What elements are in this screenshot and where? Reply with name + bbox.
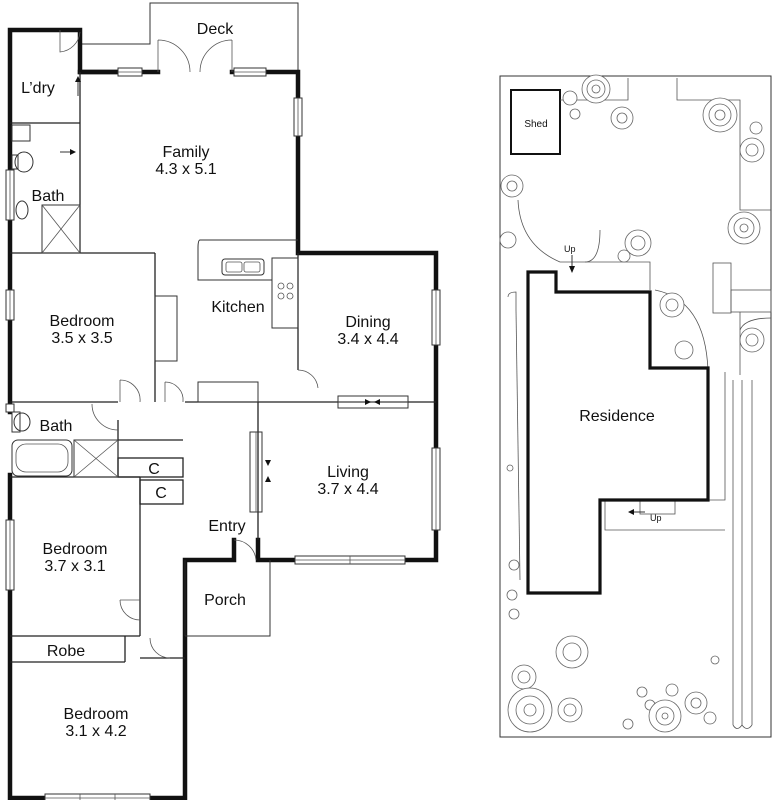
bedroom1-label: Bedroom [50,313,115,330]
living-label: Living [327,464,369,481]
robe-label: Robe [47,643,85,660]
living-size: 3.7 x 4.4 [317,481,378,498]
family-size: 4.3 x 5.1 [155,161,216,178]
dining-size: 3.4 x 4.4 [337,331,398,348]
dining-label: Dining [345,314,390,331]
bedroom3-label: Bedroom [64,706,129,723]
floor-plan: Deck L’dry Family 4.3 x 5.1 Bath Kitchen… [5,2,441,800]
shed-label: Shed [524,119,547,130]
bath-top-label: Bath [32,188,65,205]
bath-mid-label: Bath [40,418,73,435]
residence-label: Residence [579,408,655,425]
up-label-top: Up [564,244,576,254]
laundry-label: L’dry [21,80,55,97]
site-boundary [499,75,772,738]
deck-label: Deck [197,21,234,38]
residence-outline [526,270,710,595]
kitchen-benches [154,239,299,403]
bedroom2-size: 3.7 x 3.1 [44,558,105,575]
site-plan: Shed Residence U [499,74,772,738]
entry-label: Entry [208,518,245,535]
deck-outline [79,2,299,72]
shed [510,89,561,155]
bedroom3-size: 3.1 x 4.2 [65,723,126,740]
trees [499,74,765,733]
cupboard2-label: C [155,485,167,502]
garden-edges [507,78,772,729]
bedroom2-label: Bedroom [43,541,108,558]
bedroom1-size: 3.5 x 3.5 [51,330,112,347]
porch-label: Porch [204,592,246,609]
bath-fixtures [11,124,119,478]
windows [5,67,441,800]
exterior-wall-main [7,27,439,800]
up-label-bottom: Up [650,513,662,523]
family-label: Family [162,144,209,161]
doors [59,30,409,659]
cupboard1-label: C [148,461,160,478]
kitchen-label: Kitchen [211,299,264,316]
direction-arrows [60,76,380,482]
